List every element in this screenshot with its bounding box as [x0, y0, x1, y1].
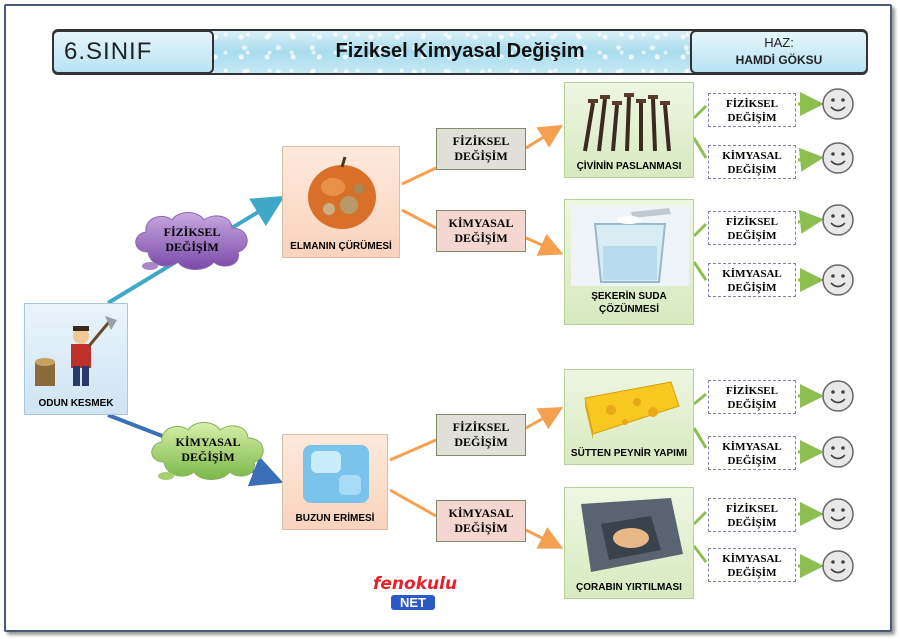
- cloud-purple-shape: [135, 212, 248, 270]
- tag-bottom-physical: FİZİKSEL DEĞİŞİM: [436, 414, 526, 456]
- grade-label: 6.SINIF: [64, 38, 153, 65]
- node-seker-label-line2: ÇÖZÜNMESİ: [599, 304, 659, 315]
- cloud-green-shape: [151, 422, 264, 480]
- node-odun-label: ODUN KESMEK: [38, 398, 114, 409]
- torn-sock-picture: [571, 494, 687, 572]
- node-elma-curumesi: ELMANIN ÇÜRÜMESİ: [282, 146, 400, 258]
- node-peynir-label: SÜTTEN PEYNİR YAPIMI: [570, 448, 688, 459]
- sugar-glass-icon: [571, 206, 689, 286]
- cheese-icon: [584, 381, 680, 440]
- tag-top-chemical: KİMYASAL DEĞİŞİM: [436, 210, 526, 252]
- node-corap-label: ÇORABIN YIRTILMASI: [576, 582, 682, 593]
- tag-top-physical: FİZİKSEL DEĞİŞİM: [436, 128, 526, 170]
- cloud-chemical: KİMYASAL DEĞİŞİM: [144, 418, 272, 482]
- grade-box: 6.SINIF: [52, 30, 214, 74]
- node-odun-kesmek: ODUN KESMEK: [24, 303, 128, 415]
- smiley-face-icon: [822, 264, 854, 296]
- smiley-face-icon: [822, 498, 854, 530]
- node-civi-paslanmasi: ÇİVİNİN PASLANMASI: [564, 82, 694, 178]
- smiley-face-icon: [822, 550, 854, 582]
- logo-text-fenokulu: fenokulu: [373, 574, 458, 594]
- author-label: HAZ:: [764, 35, 794, 50]
- fenokulu-net-logo: fenokulu NET: [373, 574, 458, 620]
- node-seker-label: ŞEKERİN SUDA ÇÖZÜNMESİ: [565, 290, 693, 316]
- tag-bottom-chemical: KİMYASAL DEĞİŞİM: [436, 500, 526, 542]
- smiley-face-icon: [822, 204, 854, 236]
- smiley-face-icon: [822, 88, 854, 120]
- smiley-face-icon: [822, 436, 854, 468]
- logo-text-net: NET: [391, 595, 435, 610]
- torn-sock-icon: [581, 498, 683, 572]
- node-elma-label: ELMANIN ÇÜRÜMESİ: [290, 241, 392, 252]
- rusty-nails-icon: [583, 93, 671, 152]
- author-name: HAMDİ GÖKSU: [735, 53, 823, 67]
- rotten-apple-picture: [289, 153, 393, 231]
- smiley-face-icon: [822, 142, 854, 174]
- smiley-face-icon: [822, 380, 854, 412]
- header-banner: 6.SINIF Fiziksel Kimyasal Değişim HAZ: H…: [52, 29, 868, 75]
- lumberjack-picture: [31, 310, 121, 388]
- rotten-apple-icon: [308, 156, 376, 229]
- ice-cube-picture: [289, 441, 381, 503]
- ice-cube-icon: [303, 445, 369, 503]
- cloud-chemical-label: KİMYASAL DEĞİŞİM: [175, 435, 241, 464]
- cheese-picture: [571, 376, 687, 440]
- page-frame: [4, 4, 892, 632]
- node-corap-yirtilmasi: ÇORABIN YIRTILMASI: [564, 487, 694, 599]
- node-seker-cozunmesi: ŞEKERİN SUDA ÇÖZÜNMESİ: [564, 199, 694, 325]
- node-buz-erimesi: BUZUN ERİMESİ: [282, 434, 388, 530]
- cloud-physical-label: FİZİKSEL DEĞİŞİM: [163, 225, 221, 254]
- lumberjack-icon: [35, 316, 117, 386]
- node-buz-label: BUZUN ERİMESİ: [295, 513, 375, 524]
- node-seker-label-line1: ŞEKERİN SUDA: [591, 291, 667, 302]
- node-civi-label: ÇİVİNİN PASLANMASI: [576, 161, 682, 172]
- rusty-nails-picture: [571, 89, 687, 152]
- page-title: Fiziksel Kimyasal Değişim: [335, 40, 585, 62]
- node-peynir-yapimi: SÜTTEN PEYNİR YAPIMI: [564, 369, 694, 465]
- author-box: HAZ: HAMDİ GÖKSU: [690, 30, 868, 74]
- cloud-physical: FİZİKSEL DEĞİŞİM: [128, 208, 256, 272]
- sugar-in-water-picture: [571, 206, 689, 286]
